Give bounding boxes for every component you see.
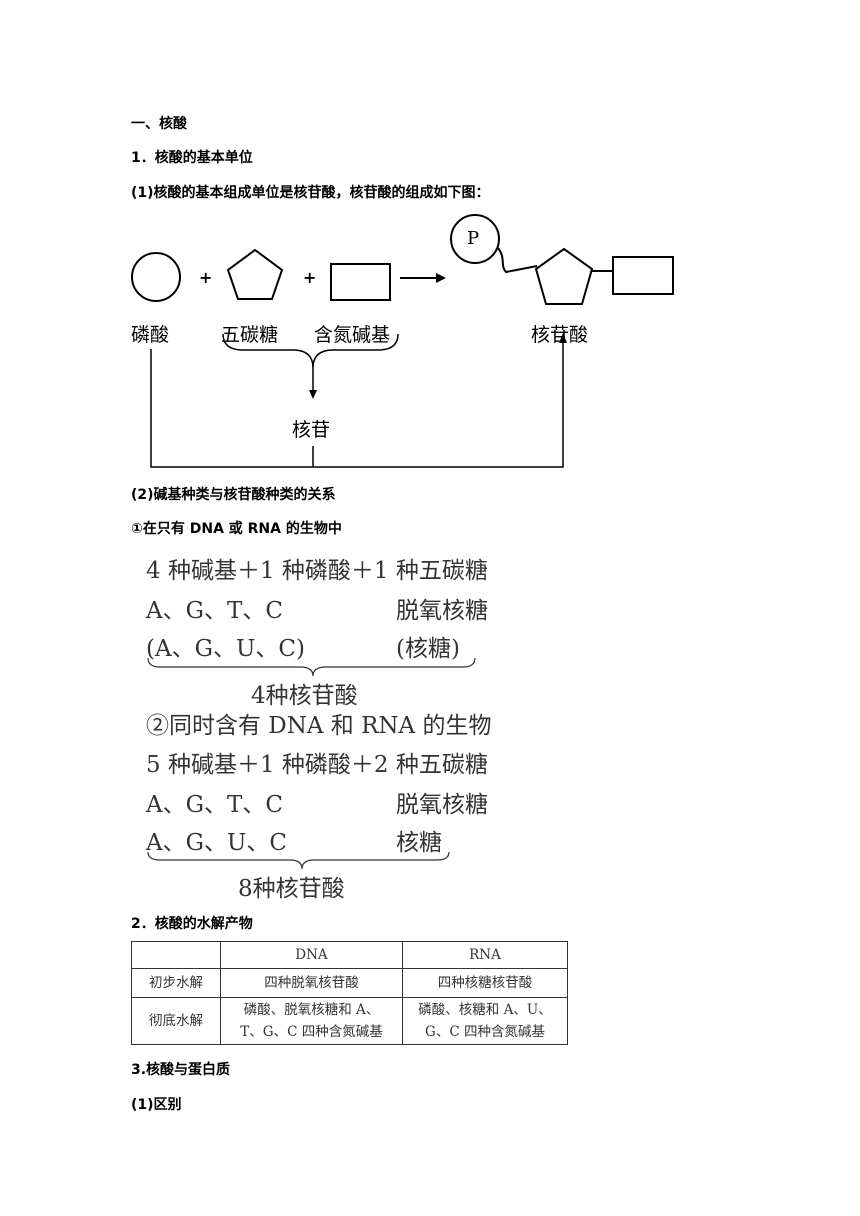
table-header-dna: DNA <box>220 941 403 969</box>
table-row: DNA RNA <box>131 941 568 969</box>
arrow-right-head <box>436 273 446 283</box>
table-header-rna: RNA <box>402 941 568 969</box>
section-heading: 一、核酸 <box>131 116 187 132</box>
block1-sugar-rna: (核糖) <box>396 636 460 662</box>
plus-sign-2: + <box>303 268 317 287</box>
base-rectangle-right <box>612 256 674 295</box>
table-cell: 四种脱氧核苷酸 <box>220 968 403 998</box>
arrow-down-head <box>309 390 317 399</box>
block1-result: 4种核苷酸 <box>251 683 358 709</box>
p-circle <box>450 214 500 264</box>
phosphate-label: 磷酸 <box>131 324 170 346</box>
block2-sugar-rna: 核糖 <box>396 830 442 856</box>
paragraph-intro: (1)核酸的基本组成单位是核苷酸，核苷酸的组成如下图： <box>131 185 490 201</box>
paragraph-difference: (1)区别 <box>131 1097 182 1113</box>
cell-line: T、G、C 四种含氮碱基 <box>240 1024 383 1040</box>
paragraph-relation: (2)碱基种类与核苷酸种类的关系 <box>131 487 336 503</box>
arrow-up-head <box>559 333 567 343</box>
brace-block1 <box>147 657 476 677</box>
hydrolysis-table: DNA RNA 初步水解 四种脱氧核苷酸 四种核糖核苷酸 彻底水解 磷酸、脱氧核… <box>131 941 568 1045</box>
block2-title: ②同时含有 DNA 和 RNA 的生物 <box>146 713 492 739</box>
table-row: 初步水解 四种脱氧核苷酸 四种核糖核苷酸 <box>131 968 568 998</box>
paragraph-single: ①在只有 DNA 或 RNA 的生物中 <box>131 521 342 537</box>
block2-bases-rna: A、G、U、C <box>146 830 287 856</box>
table-cell: 四种核糖核苷酸 <box>402 968 568 998</box>
base-label: 含氮碱基 <box>314 324 391 346</box>
block2-bases-dna: A、G、T、C <box>146 792 283 818</box>
table-cell <box>131 941 221 969</box>
block2-sugar-dna: 脱氧核糖 <box>396 792 488 818</box>
table-cell: 初步水解 <box>131 968 221 998</box>
brace-block2 <box>147 851 450 870</box>
block2-line1: 5 种碱基＋1 种磷酸＋2 种五碳糖 <box>146 752 488 778</box>
table-cell: 彻底水解 <box>131 997 221 1045</box>
cell-line: G、C 四种含氮碱基 <box>425 1024 545 1040</box>
connector-line <box>150 342 564 468</box>
nucleotide-label: 核苷酸 <box>531 324 589 346</box>
block2-result: 8种核苷酸 <box>238 876 345 902</box>
cell-line: 磷酸、核糖和 A、U、 <box>418 1002 552 1018</box>
table-cell: 磷酸、核糖和 A、U、 G、C 四种含氮碱基 <box>402 997 568 1045</box>
plus-sign-1: + <box>199 268 213 287</box>
subsection-heading-hydrolysis: 2．核酸的水解产物 <box>131 916 253 932</box>
table-row: 彻底水解 磷酸、脱氧核糖和 A、 T、G、C 四种含氮碱基 磷酸、核糖和 A、U… <box>131 997 568 1045</box>
phosphate-sugar-bond <box>497 247 538 274</box>
pentose-pentagon-left <box>226 248 284 300</box>
nucleoside-label: 核苷 <box>292 419 331 441</box>
p-label: P <box>467 228 480 249</box>
base-rectangle-left <box>330 263 391 301</box>
phosphate-circle <box>131 252 181 302</box>
cell-line: 磷酸、脱氧核糖和 A、 <box>243 1002 380 1018</box>
subsection-heading: 1．核酸的基本单位 <box>131 150 253 166</box>
block1-sugar-dna: 脱氧核糖 <box>396 598 488 624</box>
block1-line1: 4 种碱基＋1 种磷酸＋1 种五碳糖 <box>146 558 488 584</box>
pentose-label: 五碳糖 <box>221 324 279 346</box>
block1-bases-rna: (A、G、U、C) <box>146 636 305 662</box>
block1-bases-dna: A、G、T、C <box>146 598 283 624</box>
pentose-pentagon-right <box>534 247 594 305</box>
subsection-heading-protein: 3.核酸与蛋白质 <box>131 1062 231 1078</box>
table-cell: 磷酸、脱氧核糖和 A、 T、G、C 四种含氮碱基 <box>220 997 403 1045</box>
